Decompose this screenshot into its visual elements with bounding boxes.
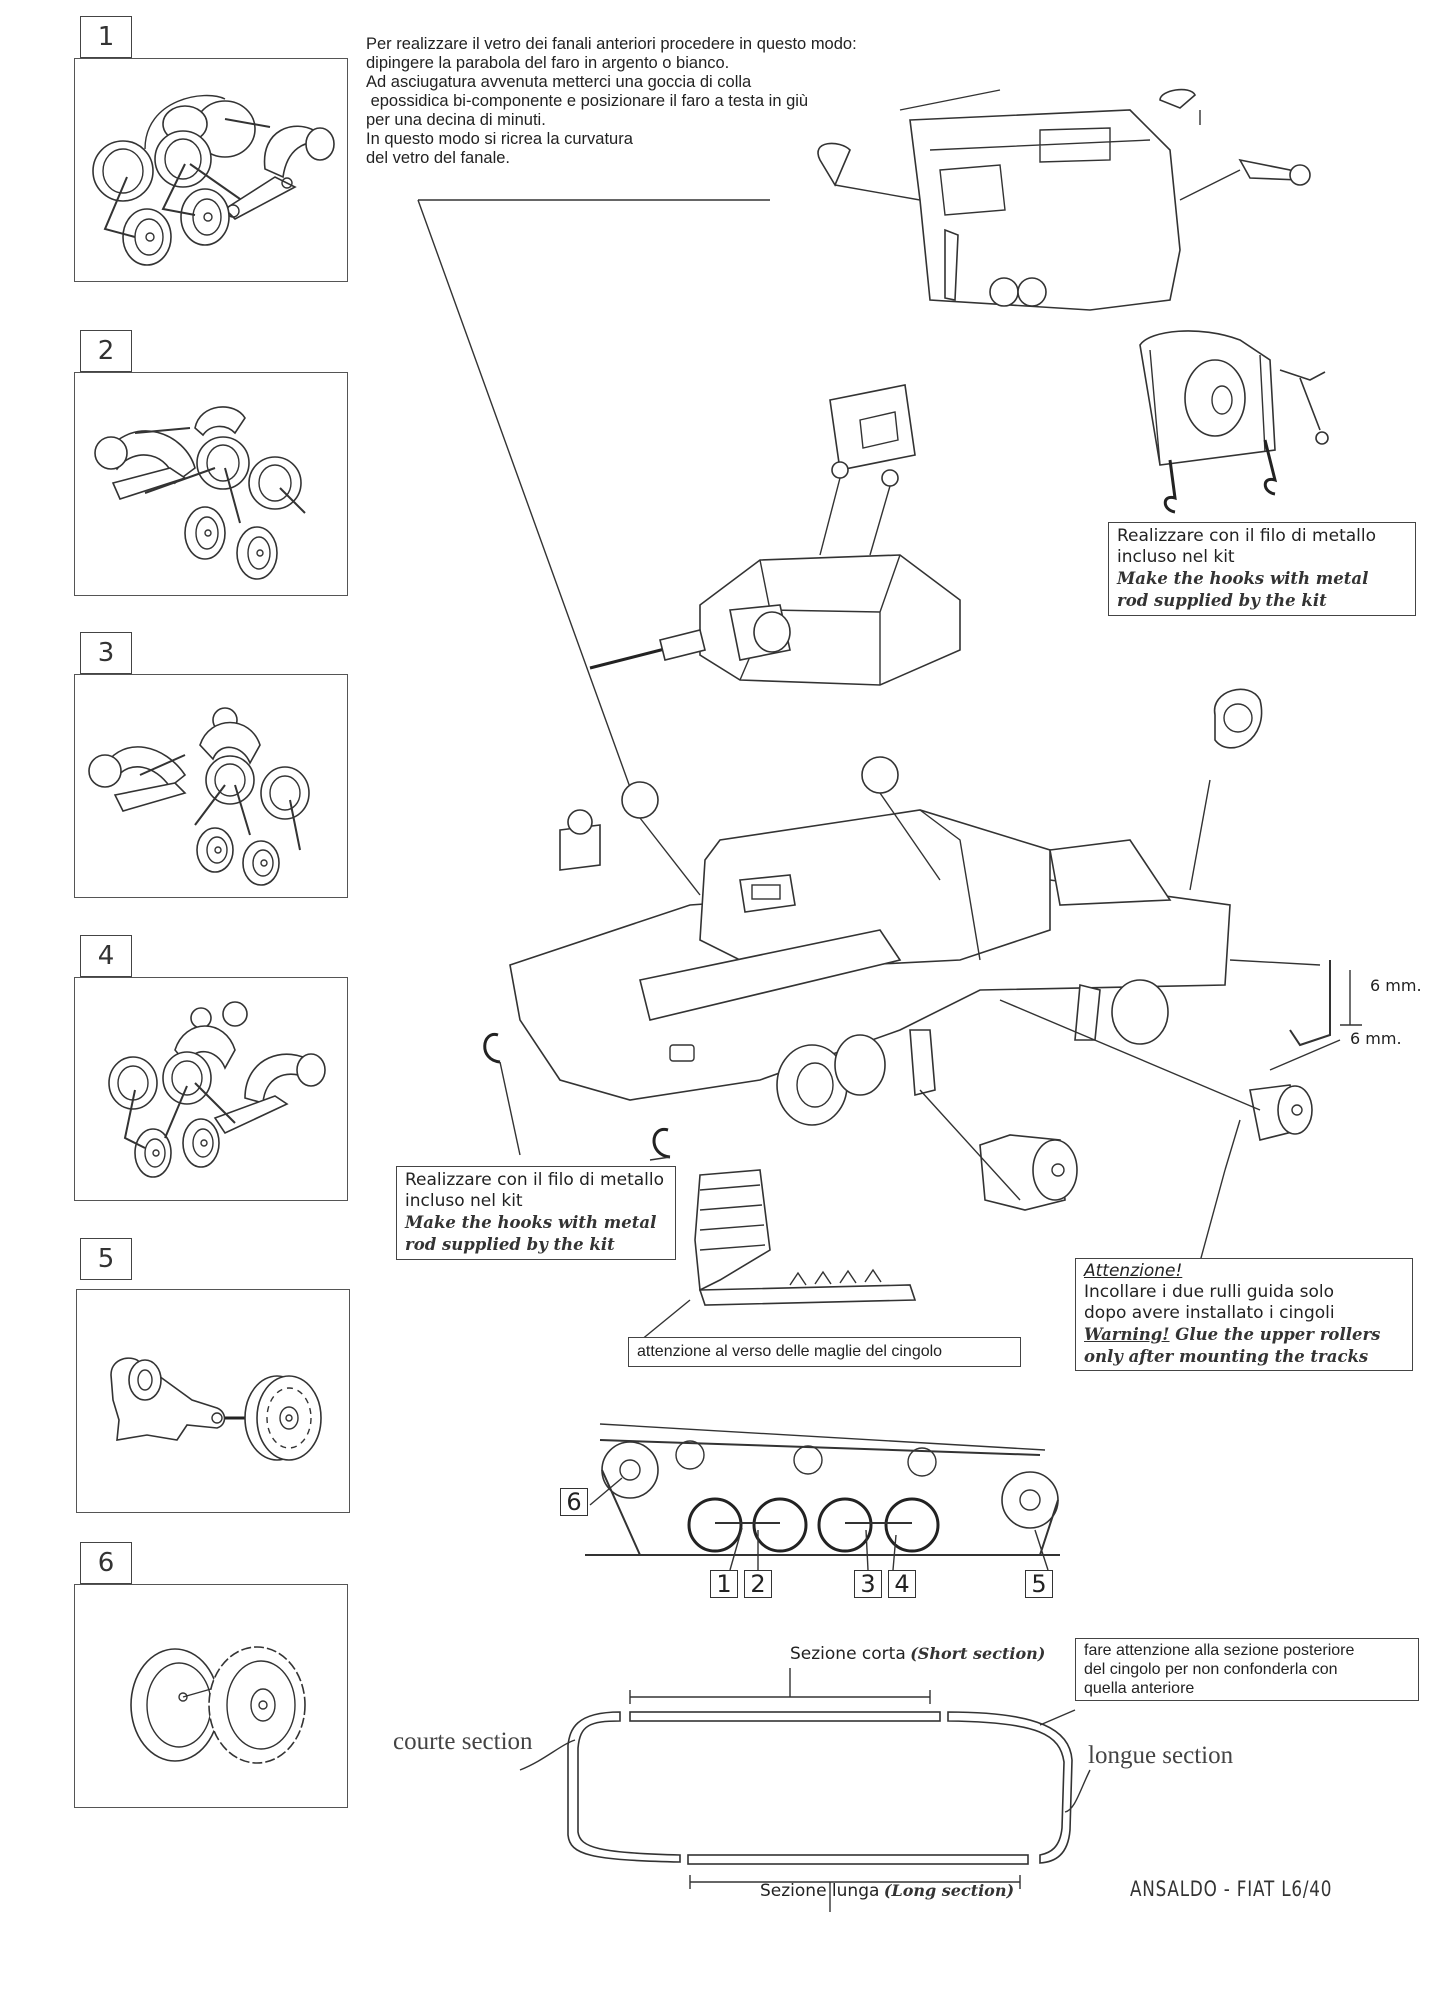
warning-title-it: Attenzione! <box>1084 1261 1183 1281</box>
rear-note-line: fare attenzione alla sezione posteriore <box>1084 1642 1355 1659</box>
callout-6: 6 <box>560 1488 588 1516</box>
long-section-en: (Long section) <box>883 1881 1015 1900</box>
suspension-bogie-parts-illustration <box>88 707 310 886</box>
callout-5: 5 <box>1025 1570 1053 1598</box>
step-number-4: 4 <box>80 935 132 977</box>
instruction-line: In questo modo si ricrea la curvatura <box>366 130 633 148</box>
short-section-it: Sezione corta <box>790 1644 906 1664</box>
step-3-panel <box>74 674 348 898</box>
main-hull-drawing <box>483 688 1362 1281</box>
track-links-drawing <box>634 1169 917 1346</box>
rear-note-line: del cingolo per non confonderla con <box>1084 1661 1338 1678</box>
note-en-line: rod supplied by the kit <box>405 1235 615 1254</box>
step-number-2: 2 <box>80 330 132 372</box>
track-orientation-note: attenzione al verso delle maglie del cin… <box>628 1337 1021 1367</box>
callout-1: 1 <box>710 1570 738 1598</box>
callout-text: 3 <box>860 1570 876 1598</box>
warning-it-line: Incollare i due rulli guida solo <box>1084 1282 1335 1302</box>
suspension-bogie-parts-illustration <box>92 94 335 266</box>
callout-text: 5 <box>1031 1570 1047 1598</box>
note-it-line: Realizzare con il filo di metallo <box>1117 526 1376 546</box>
callout-2: 2 <box>744 1570 772 1598</box>
rear-plate-detail-drawing <box>1139 330 1329 514</box>
hooks-note-front: Realizzare con il filo di metallo inclus… <box>396 1166 676 1260</box>
callout-text: 2 <box>750 1570 766 1598</box>
warning-it-line: dopo avere installato i cingoli <box>1084 1303 1335 1323</box>
step-number-5: 5 <box>80 1238 132 1280</box>
warning-en-line: Glue the upper rollers <box>1169 1325 1381 1344</box>
track-orientation-text: attenzione al verso delle maglie del cin… <box>637 1343 943 1360</box>
drive-sprocket-illustration <box>130 1646 306 1764</box>
model-title: ANSALDO - FIAT L6/40 <box>1130 1877 1333 1901</box>
step-5-panel <box>76 1289 350 1513</box>
short-section-en: (Short section) <box>910 1644 1046 1663</box>
instruction-line: Ad asciugatura avvenuta metterci una goc… <box>366 73 752 91</box>
warning-en-line: only after mounting the tracks <box>1084 1347 1369 1366</box>
instruction-line: per una decina di minuti. <box>366 111 546 129</box>
step-number-text: 4 <box>97 941 115 971</box>
note-it-line: incluso nel kit <box>1117 547 1235 567</box>
headlight-instructions: Per realizzare il vetro dei fanali anter… <box>366 35 857 168</box>
step-number-text: 5 <box>97 1244 115 1274</box>
instruction-line: del vetro del fanale. <box>366 149 511 167</box>
dimension-depth-label: 6 mm. <box>1350 1029 1402 1048</box>
rear-hull-detail-drawing <box>817 88 1311 311</box>
long-section-label: Sezione lunga (Long section) <box>760 1880 1014 1902</box>
short-section-label: Sezione corta (Short section) <box>790 1643 1045 1665</box>
callout-text: 6 <box>566 1488 582 1516</box>
note-en-line: rod supplied by the kit <box>1117 591 1327 610</box>
step-number-1: 1 <box>80 16 132 58</box>
suspension-bogie-parts-illustration <box>108 1001 326 1178</box>
instruction-line: epossidica bi-componente e posizionare i… <box>366 92 809 110</box>
note-en-line: Make the hooks with metal <box>1117 569 1369 588</box>
suspension-bogie-parts-illustration <box>94 406 306 580</box>
intro-leader-line <box>417 199 770 816</box>
track-sections-diagram <box>519 1668 1091 1912</box>
idler-wheel-bracket-illustration <box>110 1357 322 1461</box>
step-2-panel <box>74 372 348 596</box>
warning-title-en: Warning! <box>1084 1325 1170 1344</box>
step-number-text: 3 <box>97 638 115 668</box>
step-number-3: 3 <box>80 632 132 674</box>
step-number-6: 6 <box>80 1542 132 1584</box>
step-number-text: 1 <box>97 22 115 52</box>
callout-3: 3 <box>854 1570 882 1598</box>
turret-drawing <box>589 384 961 686</box>
callout-4: 4 <box>888 1570 916 1598</box>
rollers-warning-box: Attenzione! Incollare i due rulli guida … <box>1075 1258 1413 1371</box>
callout-text: 4 <box>894 1570 910 1598</box>
step-number-text: 2 <box>97 336 115 366</box>
note-en-line: Make the hooks with metal <box>405 1213 657 1232</box>
long-section-it: Sezione lunga <box>760 1881 880 1901</box>
hooks-note-rear: Realizzare con il filo di metallo inclus… <box>1108 522 1416 616</box>
rear-note-line: quella anteriore <box>1084 1680 1195 1697</box>
instruction-line: Per realizzare il vetro dei fanali anter… <box>366 35 857 53</box>
step-6-panel <box>74 1584 348 1808</box>
longue-section-label: longue section <box>1088 1742 1234 1769</box>
suspension-side-view-drawing <box>585 1423 1060 1571</box>
step-number-text: 6 <box>97 1548 115 1578</box>
step-1-panel <box>74 58 348 282</box>
note-it-line: Realizzare con il filo di metallo <box>405 1170 664 1190</box>
step-4-panel <box>74 977 348 1201</box>
dimension-height-label: 6 mm. <box>1370 976 1422 995</box>
instruction-line: dipingere la parabola del faro in argent… <box>366 54 730 72</box>
callout-text: 1 <box>716 1570 732 1598</box>
courte-section-label: courte section <box>393 1728 533 1755</box>
rear-section-note: fare attenzione alla sezione posteriore … <box>1075 1638 1419 1701</box>
note-it-line: incluso nel kit <box>405 1191 523 1211</box>
